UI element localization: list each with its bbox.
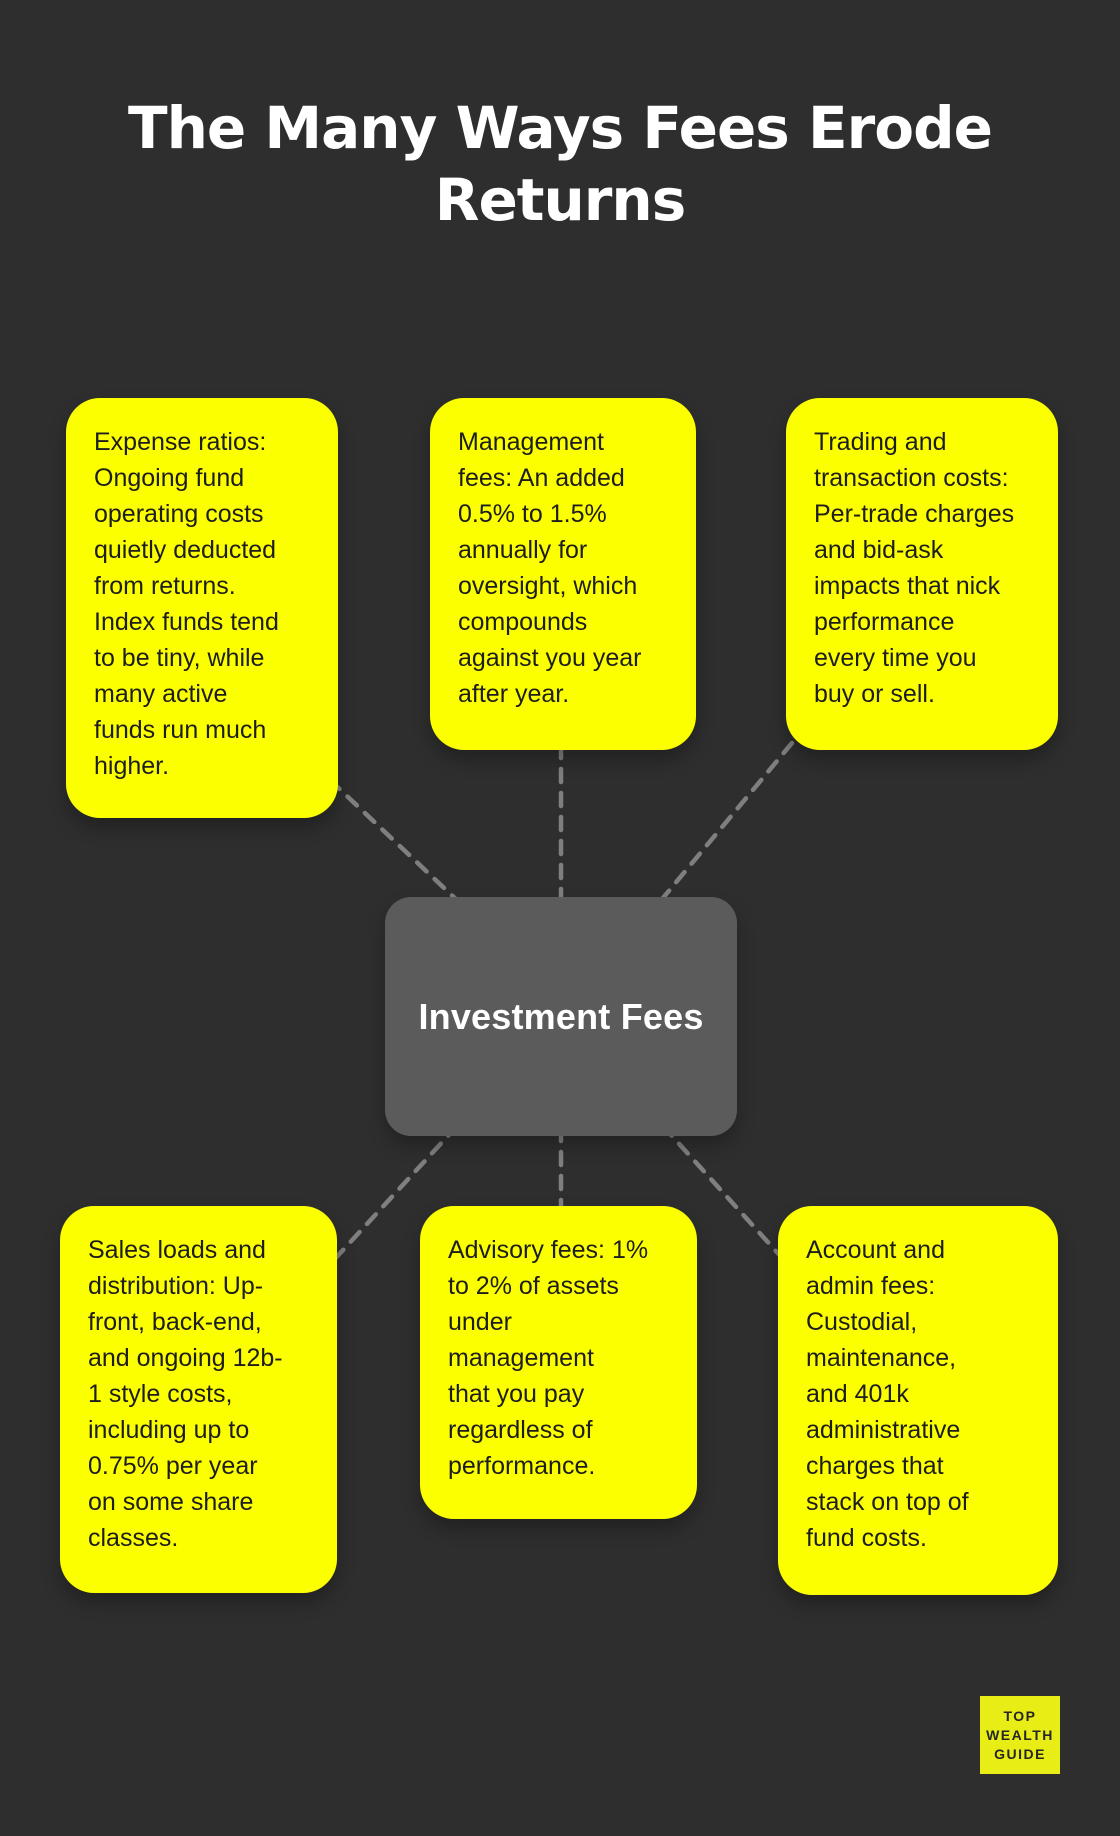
connector-trading-costs — [640, 740, 795, 925]
node-expense-ratios: Expense ratios: Ongoing fund operating c… — [66, 398, 338, 818]
brand-logo-top-wealth-guide: TOP WEALTH GUIDE — [980, 1696, 1060, 1774]
node-sales-loads-distribution: Sales loads and distribution: Up- front,… — [60, 1206, 337, 1593]
node-management-fees: Management fees: An added 0.5% to 1.5% a… — [430, 398, 696, 750]
node-trading-transaction-costs: Trading and transaction costs: Per-trade… — [786, 398, 1058, 750]
page-title: The Many Ways Fees Erode Returns — [128, 94, 993, 234]
center-node-label: Investment Fees — [418, 995, 704, 1037]
logo-line-top: TOP — [1003, 1707, 1037, 1724]
center-node-investment-fees: Investment Fees — [385, 897, 737, 1136]
logo-line-wealth: WEALTH — [986, 1726, 1054, 1743]
logo-line-guide: GUIDE — [994, 1745, 1046, 1762]
node-advisory-fees: Advisory fees: 1% to 2% of assets under … — [420, 1206, 697, 1519]
node-account-admin-fees: Account and admin fees: Custodial, maint… — [778, 1206, 1058, 1595]
